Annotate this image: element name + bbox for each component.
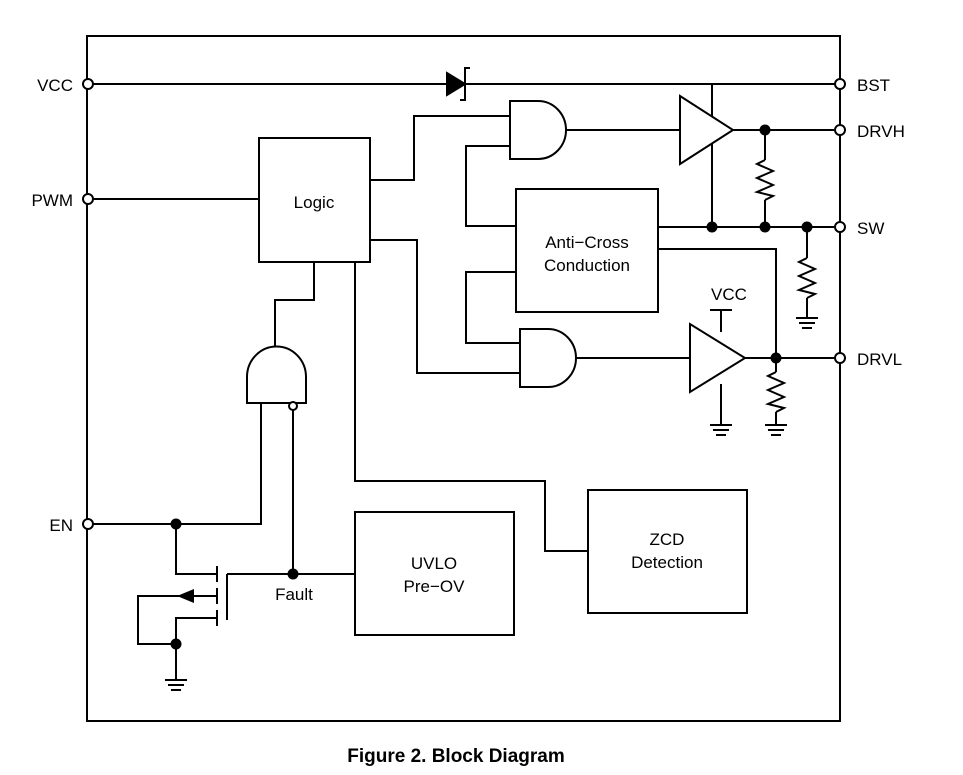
pin-en-icon: [82, 518, 94, 530]
pin-sw-icon: [834, 221, 846, 233]
sw-resistor-icon: [795, 257, 818, 299]
and-gate-low-icon: [519, 328, 577, 388]
low-side-driver-icon: [689, 322, 747, 394]
pin-en-label: EN: [49, 516, 73, 535]
pin-pwm-label: PWM: [31, 191, 73, 210]
pin-vcc-label: VCC: [37, 76, 73, 95]
logic-label: Logic: [294, 193, 335, 212]
fault-label: Fault: [275, 585, 313, 604]
zcd-label-line1: ZCD: [650, 530, 685, 549]
pin-drvh-icon: [834, 124, 846, 136]
anti-cross-label-line2: Conduction: [544, 256, 630, 275]
bootstrap-diode-icon: [446, 67, 470, 101]
figure-caption: Figure 2. Block Diagram: [347, 746, 565, 767]
pin-vcc-icon: [82, 78, 94, 90]
ground-icon: [165, 679, 187, 691]
drvh-resistor-icon: [753, 159, 776, 201]
ground-icon: [796, 317, 818, 329]
pin-sw-label: SW: [857, 219, 884, 238]
uvlo-label-line2: Pre−OV: [404, 577, 466, 596]
nand-inverted-input-icon: [288, 401, 298, 411]
anti-cross-conduction-block: [515, 188, 659, 313]
pin-pwm-icon: [82, 193, 94, 205]
logic-block: [258, 137, 371, 263]
pin-drvl-label: DRVL: [857, 350, 902, 369]
anti-cross-label-line1: Anti−Cross: [545, 233, 629, 252]
zcd-label-line2: Detection: [631, 553, 703, 572]
drvl-resistor-icon: [764, 371, 787, 413]
mosfet-icon: [177, 566, 228, 626]
chip-boundary: [86, 35, 841, 722]
junction-dots: [170, 124, 813, 650]
nand-gate-icon: [246, 345, 307, 404]
pin-bst-label: BST: [857, 76, 890, 95]
pin-drvl-icon: [834, 352, 846, 364]
ground-icon: [765, 424, 787, 436]
uvlo-label-line1: UVLO: [411, 554, 457, 573]
ground-icon: [710, 424, 732, 436]
zcd-block: [587, 489, 748, 614]
and-gate-high-icon: [509, 100, 567, 160]
uvlo-block: [354, 511, 515, 636]
internal-vcc-label: VCC: [711, 285, 747, 304]
pin-bst-icon: [834, 78, 846, 90]
high-side-driver-icon: [679, 94, 735, 166]
pin-drvh-label: DRVH: [857, 122, 905, 141]
